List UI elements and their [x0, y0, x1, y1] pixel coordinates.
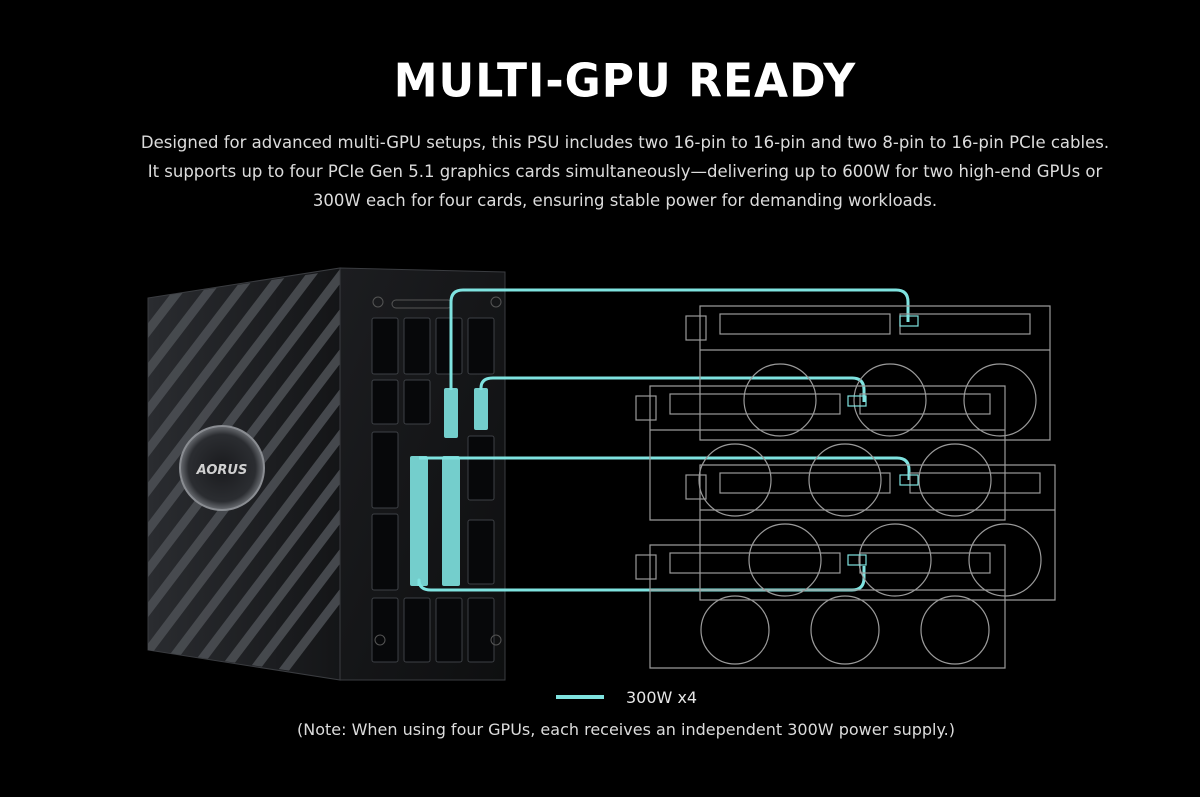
description-line: 300W each for four cards, ensuring stabl… — [312, 191, 938, 210]
legend: 300W x4 — [556, 686, 697, 708]
gpu-card — [635, 544, 1006, 669]
legend-label: 300W x4 — [626, 687, 698, 707]
gpu-card — [685, 305, 1051, 441]
description: Designed for advanced multi-GPU setups, … — [120, 128, 1130, 215]
psu-brand-badge: AORUS — [196, 463, 248, 478]
graphics-cards — [635, 305, 1056, 669]
footnote: (Note: When using four GPUs, each receiv… — [297, 720, 955, 739]
description-line: Designed for advanced multi-GPU setups, … — [140, 133, 1110, 152]
gpu-card — [635, 385, 1006, 521]
psu-unit: AORUS — [147, 267, 506, 681]
description-line: It supports up to four PCIe Gen 5.1 grap… — [147, 162, 1103, 181]
gpu-card — [685, 464, 1056, 601]
legend-swatch — [556, 695, 604, 699]
page-title: MULTI-GPU READY — [393, 54, 857, 109]
pcie-cables — [417, 288, 911, 592]
